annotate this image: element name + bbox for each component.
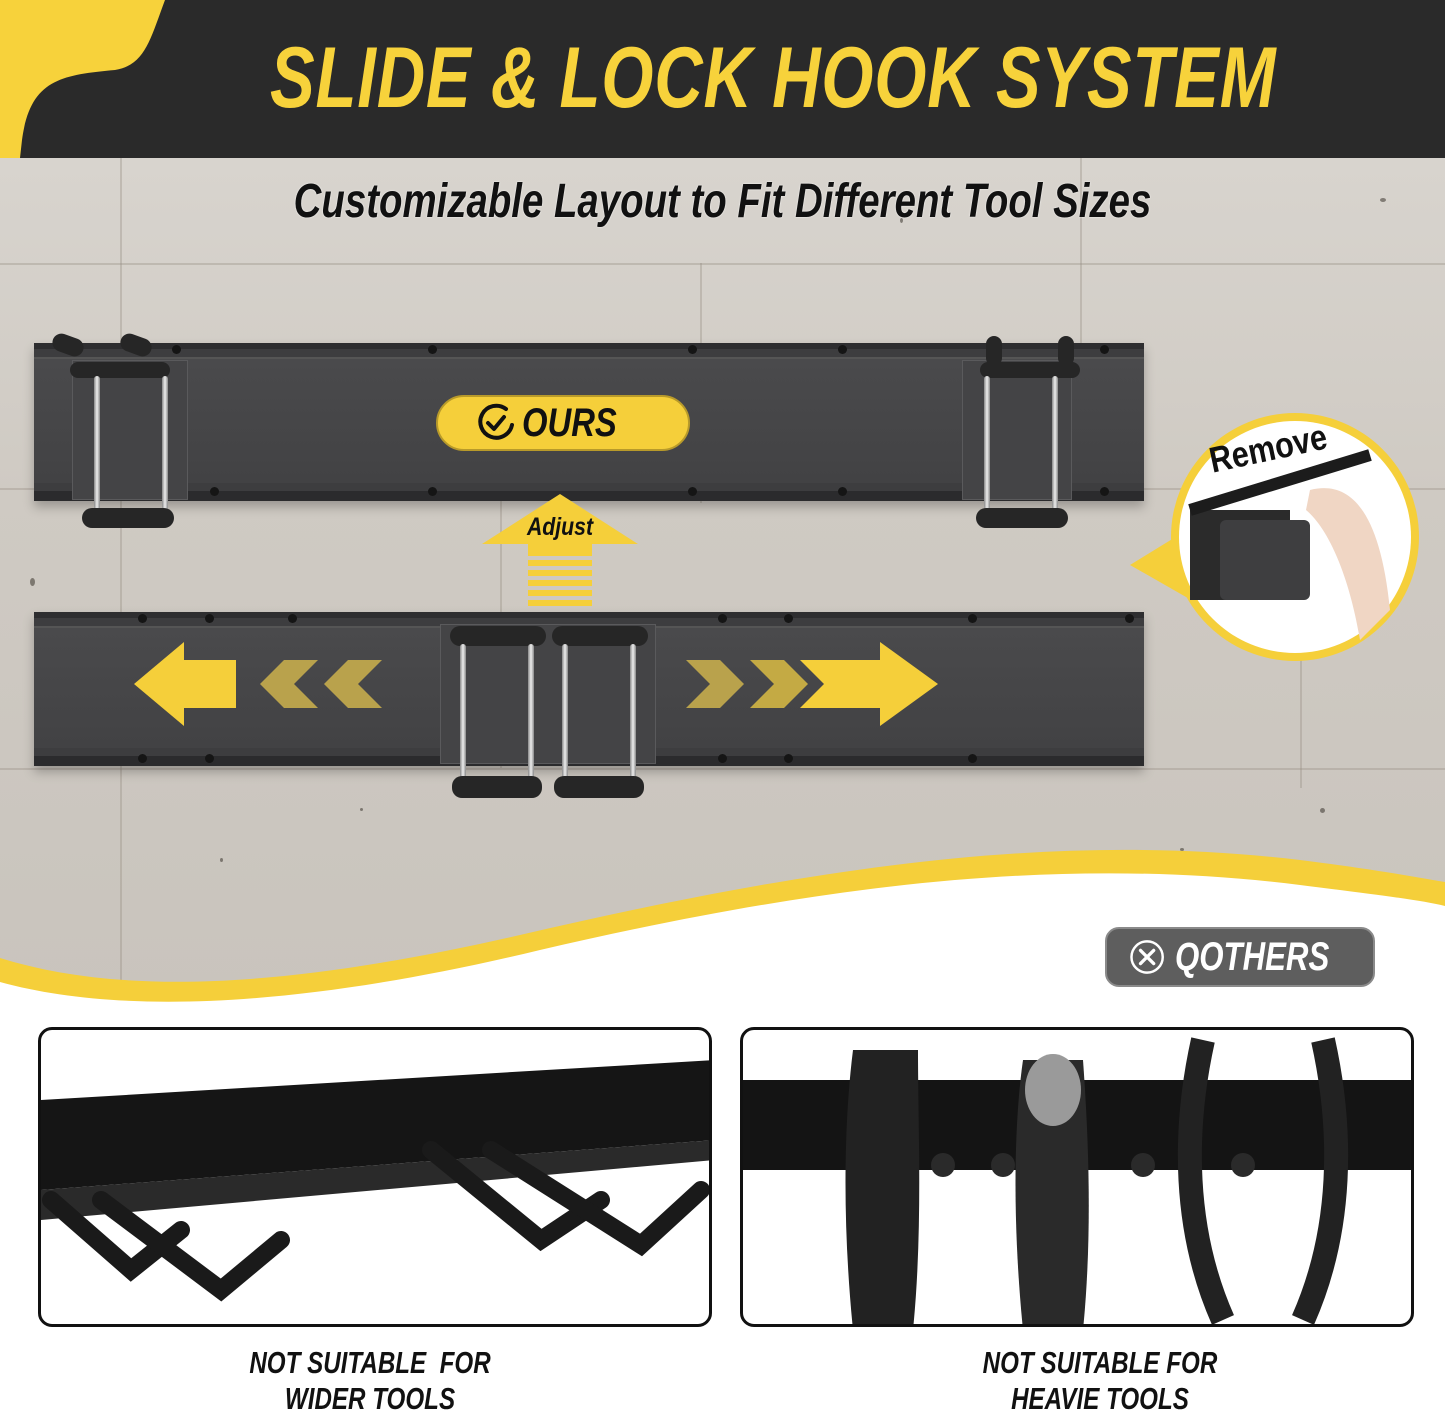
others-badge: QOTHERS	[1105, 927, 1375, 987]
rail-with-tools-image	[743, 1037, 1411, 1324]
caption-line-1: NOT SUITABLE FOR	[249, 1345, 491, 1380]
subtitle: Customizable Layout to Fit Different Too…	[293, 175, 1152, 228]
x-circle-icon	[1130, 940, 1164, 974]
ours-badge: OURS	[436, 395, 690, 451]
header-banner: SLIDE & LOCK HOOK SYSTEM	[0, 0, 1445, 158]
rail-with-hooks-image	[41, 1060, 709, 1302]
page-title: SLIDE & LOCK HOOK SYSTEM	[270, 30, 1277, 126]
remove-callout	[1130, 413, 1419, 661]
arrow-left-icon	[134, 642, 382, 726]
caption-wider-tools: NOT SUITABLE FOR WIDER TOOLS	[113, 1345, 628, 1417]
ours-label: OURS	[522, 400, 617, 445]
adjust-label: Adjust	[526, 513, 594, 541]
others-label: QOTHERS	[1175, 934, 1330, 979]
comparison-panel-heavy-tools	[740, 1027, 1414, 1327]
comparison-panel-wider-tools	[38, 1027, 712, 1327]
caption-line-2: WIDER TOOLS	[284, 1381, 456, 1416]
caption-line-2: HEAVIE TOOLS	[1011, 1381, 1189, 1416]
check-circle-icon	[478, 403, 514, 440]
arrow-right-icon	[686, 642, 938, 726]
yellow-wave-divider	[0, 849, 1445, 1020]
yellow-corner-accent	[0, 0, 165, 158]
caption-line-1: NOT SUITABLE FOR	[982, 1345, 1218, 1380]
arrow-up-icon	[482, 494, 638, 606]
caption-heavy-tools: NOT SUITABLE FOR HEAVIE TOOLS	[843, 1345, 1358, 1417]
